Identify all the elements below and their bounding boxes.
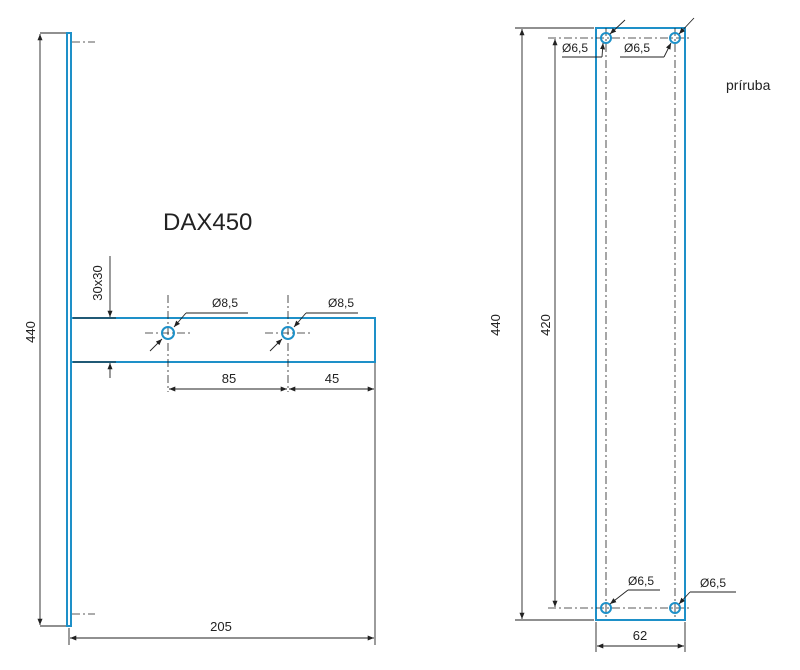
flange-hole-top-right	[669, 32, 681, 44]
leader-br-low	[678, 591, 691, 605]
hole1-diameter-label: Ø8,5	[212, 296, 238, 310]
hole2-diameter-label: Ø8,5	[328, 296, 354, 310]
flange-width-label: 62	[633, 628, 647, 643]
leader-bl-low	[609, 589, 629, 605]
left-height-label: 440	[23, 321, 38, 343]
leader-tl-low	[600, 42, 606, 58]
drawing-title: DAX450	[163, 209, 252, 236]
label-hole-top-left: Ø6,5	[562, 41, 588, 55]
hole-spacing-label: 420	[538, 314, 553, 336]
flange-height-label: 440	[488, 314, 503, 336]
left-view: 440 205 30x30 DAX450 Ø8,5 Ø8,5 85	[23, 32, 376, 645]
hole2-leader-up	[293, 312, 307, 328]
flange-hole-top-left	[600, 32, 612, 44]
label-hole-bottom-right: Ø6,5	[700, 576, 726, 590]
hole1-circle	[161, 326, 175, 340]
section-label: 30x30	[90, 265, 105, 300]
leader-tl-up	[609, 19, 626, 35]
flange-label: príruba	[726, 77, 771, 93]
flange-hole-bottom-left	[600, 602, 612, 614]
left-width-label: 205	[210, 619, 232, 634]
label-hole-top-right: Ø6,5	[624, 41, 650, 55]
hole1-leader-low	[149, 338, 163, 352]
leader-tr-up	[678, 17, 695, 35]
spacing-label: 85	[222, 371, 236, 386]
leader-tr-low	[663, 42, 672, 58]
flange-hole-bottom-right	[669, 602, 681, 614]
edge-offset-label: 45	[325, 371, 339, 386]
hole2-leader-low	[269, 338, 283, 352]
hole2-circle	[281, 326, 295, 340]
label-hole-bottom-left: Ø6,5	[628, 574, 654, 588]
horizontal-arm	[70, 317, 376, 363]
right-view: Ø6,5 Ø6,5 Ø6,5 Ø6,5 440 420 62 príruba	[488, 17, 771, 652]
flange-outline	[595, 27, 686, 621]
hole1-leader-up	[173, 312, 187, 328]
